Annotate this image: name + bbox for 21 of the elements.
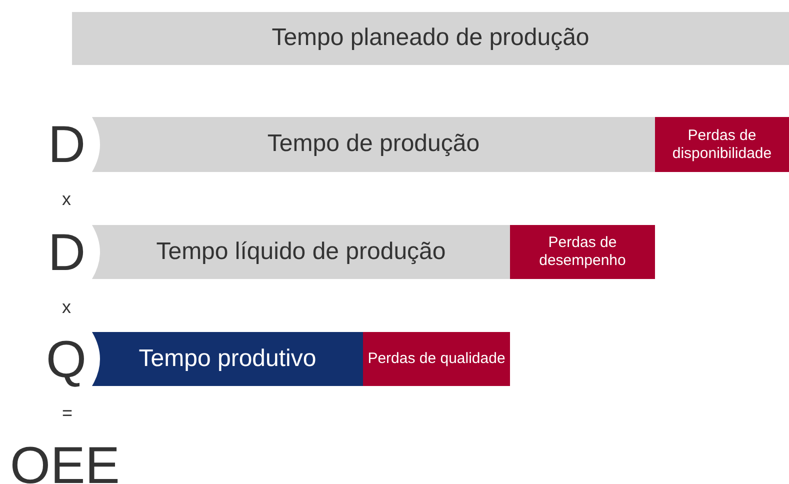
- bar-label: Perdas de disponibilidade: [671, 126, 773, 162]
- loss-bar: [655, 117, 789, 172]
- bar-label: Tempo planeado de produção: [272, 24, 590, 53]
- factor-letter: D: [48, 227, 86, 279]
- time-bar: [92, 332, 363, 386]
- bar-label: Perdas de desempenho: [538, 234, 627, 270]
- loss-bar: [363, 332, 510, 386]
- time-bar: [92, 225, 510, 279]
- factor-letter: Q: [46, 334, 86, 386]
- loss-bar: [510, 225, 655, 279]
- time-bar: [92, 117, 655, 172]
- bar-label: Tempo líquido de produção: [156, 238, 446, 266]
- bar-label: Tempo de produção: [267, 130, 480, 159]
- bar-label: Perdas de qualidade: [366, 350, 506, 368]
- operator: x: [62, 298, 71, 316]
- result-label: OEE: [10, 440, 120, 484]
- factor-letter: D: [48, 119, 86, 171]
- operator: x: [62, 190, 71, 208]
- time-bar: [72, 12, 789, 65]
- bar-label: Tempo produtivo: [138, 344, 316, 374]
- operator: =: [62, 404, 73, 422]
